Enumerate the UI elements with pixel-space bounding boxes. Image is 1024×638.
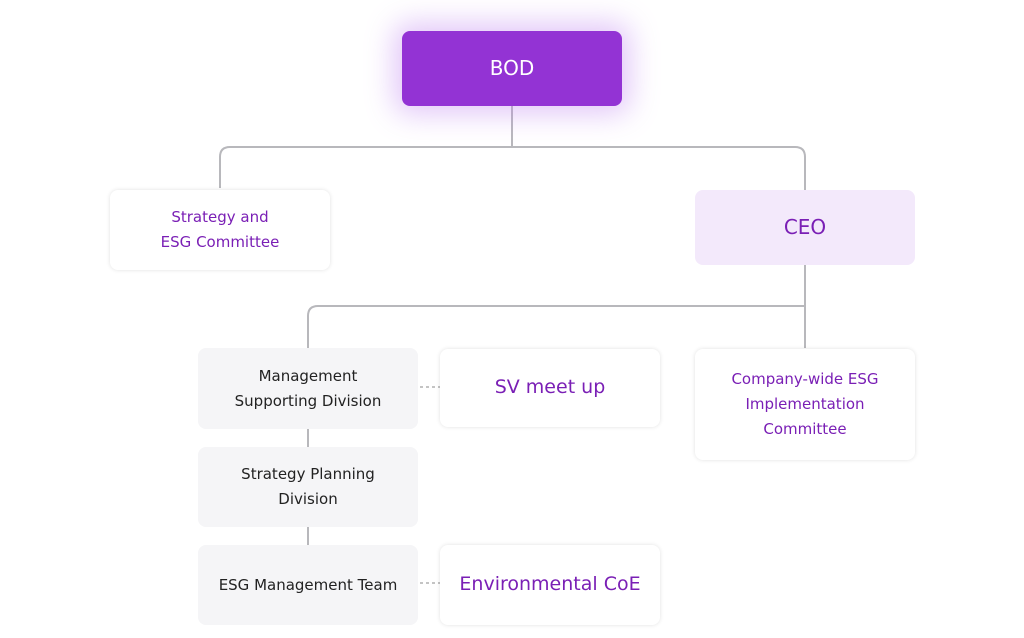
node-esg-management-team-label: ESG Management Team <box>218 575 398 594</box>
node-bod-label: BOD <box>489 56 535 80</box>
node-label-line: Management <box>258 366 358 385</box>
node-strategy-esg-committee: Strategy and ESG Committee <box>110 190 330 270</box>
node-label-line: ESG Committee <box>160 233 280 251</box>
node-label-line: Implementation <box>745 395 865 414</box>
node-label-line: Strategy and <box>171 208 269 227</box>
connector-bod-branches <box>219 146 806 190</box>
node-label-line: Company-wide ESG <box>731 370 879 389</box>
node-esg-management-team: ESG Management Team <box>198 545 418 625</box>
node-label-line: Division <box>278 490 338 508</box>
node-strategy-planning-division: Strategy Planning Division <box>198 447 418 527</box>
node-label-line: Committee <box>763 419 847 438</box>
connector-ceo-branch <box>307 305 805 348</box>
node-management-supporting-division: Management Supporting Division <box>198 348 418 429</box>
node-environmental-coe: Environmental CoE <box>440 545 660 625</box>
node-ceo: CEO <box>695 190 915 265</box>
node-label-line: Supporting Division <box>234 391 382 410</box>
node-bod: BOD <box>402 31 622 106</box>
node-sv-meetup-label: SV meet up <box>494 376 606 399</box>
node-environmental-coe-label: Environmental CoE <box>459 573 641 596</box>
node-sv-meetup: SV meet up <box>440 349 660 427</box>
node-ceo-label: CEO <box>783 215 827 239</box>
node-company-wide-esg-committee: Company-wide ESG Implementation Committe… <box>695 349 915 460</box>
node-label-line: Strategy Planning <box>241 465 375 484</box>
